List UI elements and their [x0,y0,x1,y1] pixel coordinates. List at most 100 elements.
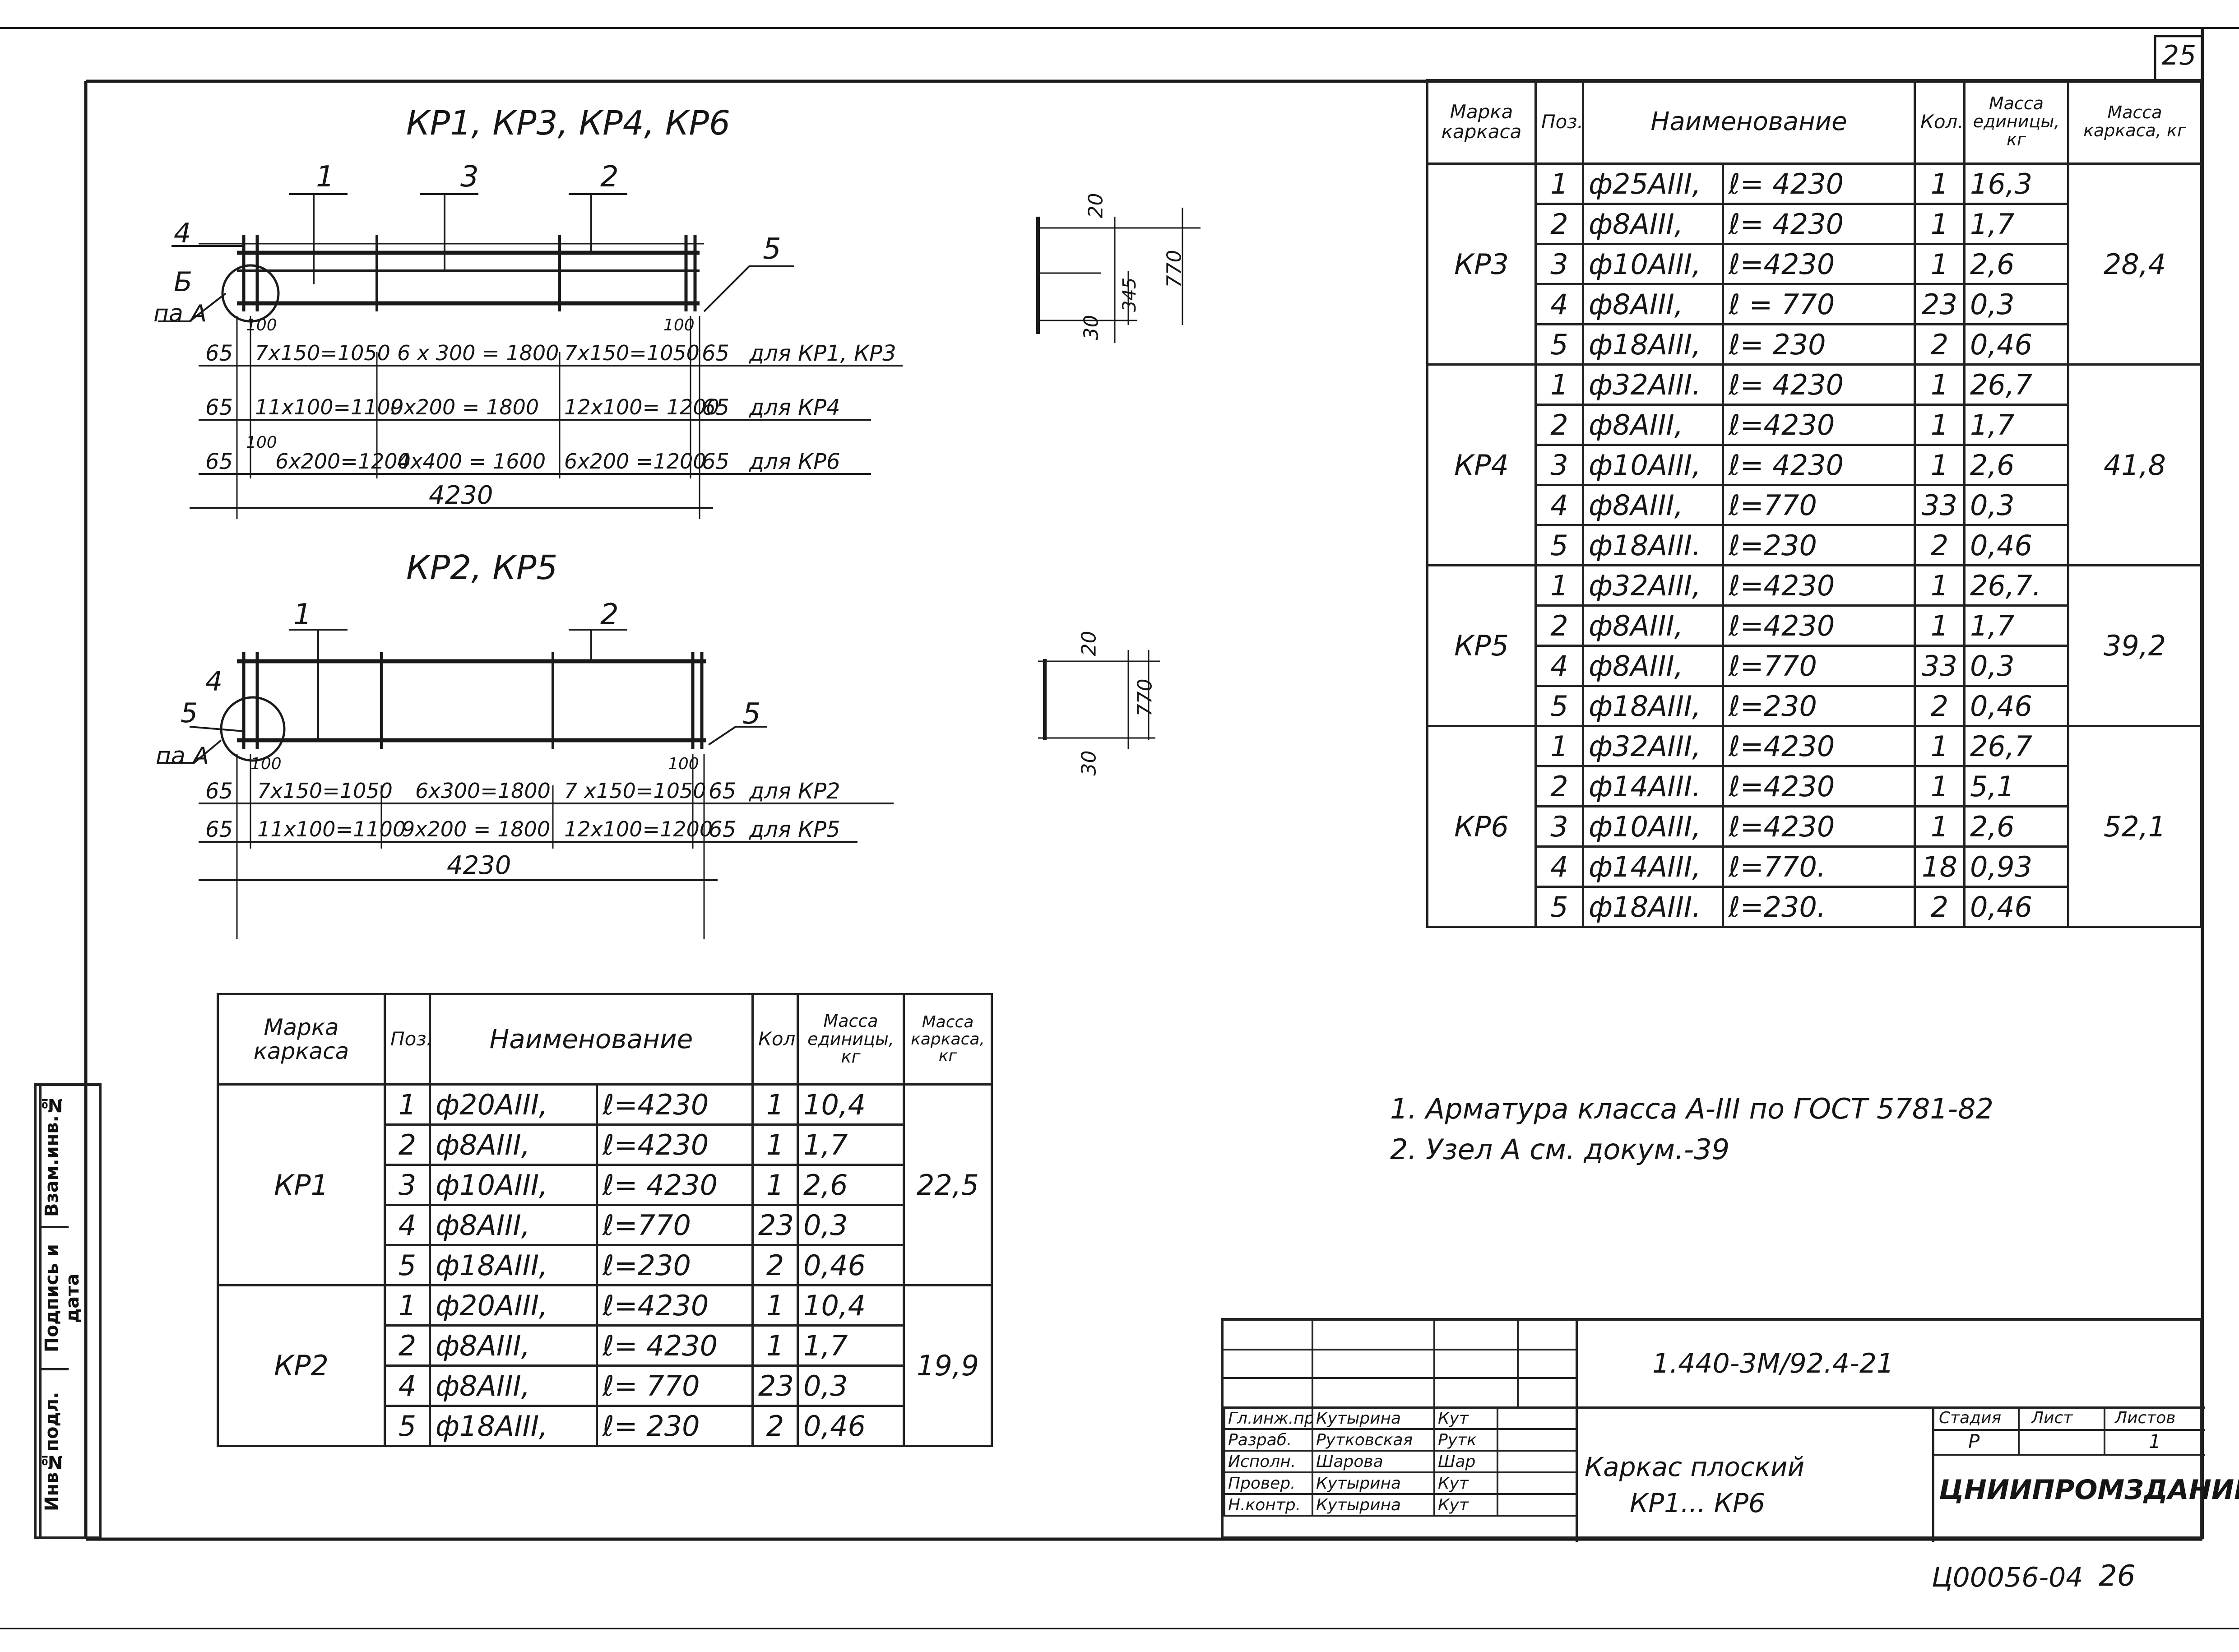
dim-c: 7 х150=1050 [564,779,706,803]
bar-cell: ф14АIII, [1582,845,1724,888]
qty-cell: 1 [751,1123,799,1166]
role-signature: Кут [1433,1406,1498,1430]
role-signature: Шар [1433,1450,1498,1473]
drawing2-frame [158,629,894,939]
role-row: Разраб. Рутковская Рутк [1224,1428,1577,1452]
unit-mass-cell: 2,6 [797,1164,905,1206]
unit-mass-cell: 1,7 [1963,404,2069,446]
section2-dim-bottom: 30 [1077,750,1101,776]
length-cell: ℓ= 4230 [596,1324,754,1367]
length-cell: ℓ=4230 [596,1123,754,1166]
header-name: Наименование [1582,79,1916,165]
length-cell: ℓ=4230 [1722,564,1916,607]
pos-cell: 3 [384,1164,431,1206]
frame-mark: КР4 [1426,363,1537,566]
pos-cell: 4 [1534,645,1584,687]
title-block-revision-grid [1224,1321,1576,1406]
header-name: Наименование [429,993,754,1086]
qty-cell: 1 [1914,162,1965,205]
dim-a: 6х200=1200 [275,449,411,473]
frame-mark: КР6 [1426,725,1537,928]
pos-cell: 2 [1534,604,1584,647]
table-row: 3 ф10АIII, ℓ= 4230 1 2,6 [1428,444,2202,486]
length-cell: ℓ=770 [1722,484,1916,526]
qty-cell: 18 [1914,845,1965,888]
section2-dim-top: 20 [1077,631,1101,656]
table-row: 2 ф14АIII. ℓ=4230 1 5,1 [1428,765,2202,807]
dim-b: 4х400 = 1600 [397,449,546,473]
table-row: 4 ф8АIII, ℓ=770 23 0,3 [218,1204,992,1246]
sheets-value: 1 [2149,1430,2161,1452]
qty-cell: 2 [1914,323,1965,366]
role-label: Исполн. [1224,1450,1313,1473]
drawing2-callout-5-left: 5 [181,697,198,729]
pos-cell: 5 [384,1244,431,1286]
frame-mass: 52,1 [2067,725,2202,928]
dim-c: 12х100= 1200 [564,395,719,419]
pos-cell: 3 [1534,805,1584,848]
dim-left: 65 [205,779,233,804]
stage-label: Стадия [1939,1409,2002,1427]
table-row: 5 ф18АIII, ℓ=230 2 0,46 [218,1244,992,1286]
qty-cell: 1 [1914,444,1965,486]
side-stamp-replaced-inv: Взам.инв.№ [39,1086,69,1226]
frame-mass: 22,5 [903,1083,993,1286]
drawing2-end-mark-right: 100 [668,755,699,773]
qty-cell: 1 [1914,725,1965,767]
bar-cell: ф8АIII, [1582,203,1724,245]
sheet-label: Лист [2031,1409,2073,1427]
table-row: КР1 1 ф20АIII, ℓ=4230 1 10,4 22,5 [217,1083,993,1286]
qty-cell: 2 [751,1405,799,1447]
table-row: 4 ф8АIII, ℓ=770 33 0,3 [1428,484,2202,526]
unit-mass-cell: 10,4 [797,1083,905,1126]
drawing1-frame [158,193,903,519]
drawing1-title: КР1, КР3, КР4, КР6 [406,104,731,143]
pos-cell: 4 [1534,845,1584,888]
table-row: 4 ф14АIII, ℓ=770. 18 0,93 [1428,845,2202,888]
bar-cell: ф8АIII, [429,1364,598,1407]
dim-left: 65 [205,449,233,474]
unit-mass-cell: 2,6 [1963,444,2069,486]
role-row: Провер. Кутырина Кут [1224,1471,1577,1495]
qty-cell: 2 [1914,886,1965,928]
dim-note: для КР6 [749,449,840,474]
header-mark: Марка каркаса [1426,79,1537,165]
role-signature: Рутк [1433,1428,1498,1452]
dim-b: 6 х 300 = 1800 [397,341,559,365]
qty-cell: 23 [751,1204,799,1246]
bar-cell: ф8АIII, [1582,283,1724,325]
header-qty: Кол. [1914,79,1965,165]
role-label: Провер. [1224,1471,1313,1495]
table-row: 5 ф18АIII. ℓ=230. 2 0,46 [1428,886,2202,928]
dim-right: 65 [702,341,730,366]
stage-value: Р [1968,1430,1980,1452]
bar-cell: ф10АIII, [1582,444,1724,486]
drawing1-node-ref: па А [153,300,207,327]
unit-mass-cell: 26,7. [1963,564,2069,607]
qty-cell: 1 [1914,203,1965,245]
length-cell: ℓ=230. [1722,886,1916,928]
drawing2-callout-5-right: 5 [742,697,761,731]
pos-cell: 1 [1534,564,1584,607]
table-row: КР5 1 ф32АIII, ℓ=4230 1 26,7. 39,2 [1426,564,2202,727]
table-row: 3 ф10АIII, ℓ= 4230 1 2,6 [218,1164,992,1206]
bar-cell: ф32АIII, [1582,725,1724,767]
length-cell: ℓ= 770 [596,1364,754,1407]
role-date [1497,1471,1577,1495]
title-block: 1.440-3М/92.4-21 Гл.инж.пр Кутырина Кут … [1221,1318,2239,1542]
pos-cell: 4 [1534,283,1584,325]
header-pos: Поз. [1534,79,1584,165]
role-name: Рутковская [1312,1428,1435,1452]
side-stamp-signature-date: Подпись и дата [39,1226,83,1370]
drawing1-end-mark-right: 100 [663,316,695,334]
unit-mass-cell: 0,3 [797,1204,905,1246]
role-name: Шарова [1312,1450,1435,1473]
drawing1-callout-5: 5 [763,232,781,266]
side-stamp: Инв№подл. Подпись и дата Взам.инв.№ [34,1083,102,1539]
bar-cell: ф18АIII. [1582,886,1724,928]
section1-dim-bottom: 30 [1080,315,1103,340]
qty-cell: 1 [751,1164,799,1206]
dim-a: 11х100=1100 [255,395,404,419]
length-cell: ℓ= 4230 [1722,363,1916,406]
bar-cell: ф18АIII. [1582,524,1724,566]
